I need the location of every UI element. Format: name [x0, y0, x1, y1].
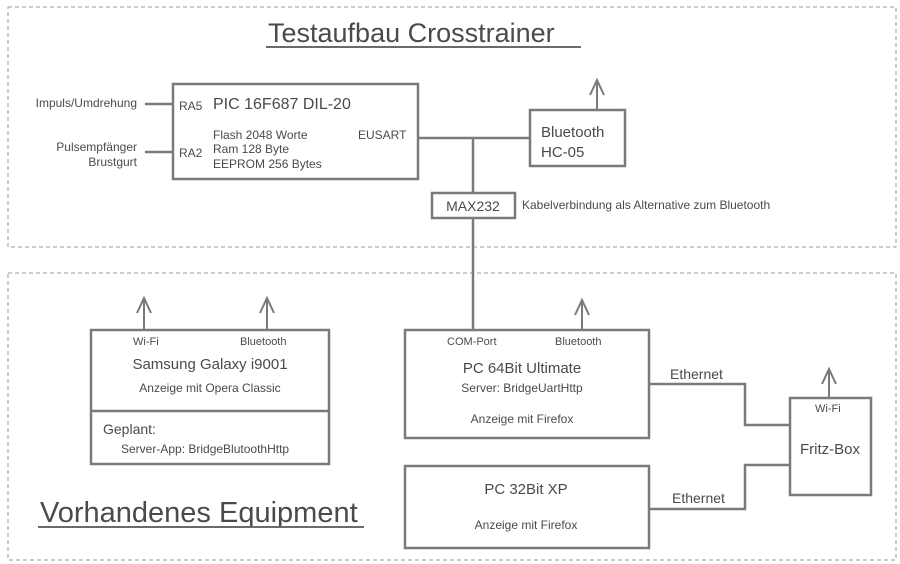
input-label-impulse: Impuls/Umdrehung — [36, 96, 137, 110]
input-label-pulse-line2: Brustgurt — [88, 155, 137, 169]
ethernet-label-pc64: Ethernet — [670, 366, 723, 382]
samsung-planned-app: Server-App: BridgeBlutoothHttp — [121, 442, 289, 456]
samsung-wifi-label: Wi-Fi — [133, 336, 159, 348]
pc64-title: PC 64Bit Ultimate — [463, 360, 581, 377]
pic-box — [171, 82, 420, 181]
max232-label: MAX232 — [446, 198, 500, 214]
pic-spec-eeprom: EEPROM 256 Bytes — [213, 157, 322, 171]
bluetooth-hc05-box — [528, 108, 627, 168]
pc32-title: PC 32Bit XP — [484, 481, 567, 498]
connector-ethernet-pc32 — [649, 463, 790, 511]
max232-box — [430, 191, 517, 220]
fritz-box — [788, 396, 873, 497]
antenna-icon — [589, 77, 605, 110]
pic-pin-ra5: RA5 — [179, 99, 203, 113]
section-title-equipment: Vorhandenes Equipment — [40, 497, 358, 529]
pic-title: PIC 16F687 DIL-20 — [213, 96, 351, 113]
samsung-box — [89, 328, 331, 466]
pc64-display: Anzeige mit Firefox — [471, 412, 574, 426]
antenna-icon — [259, 295, 275, 330]
pc64-bluetooth-label: Bluetooth — [555, 336, 601, 348]
fritz-title: Fritz-Box — [800, 441, 861, 458]
section-frame-test-setup — [7, 6, 897, 248]
pc64-box — [403, 328, 651, 440]
samsung-bluetooth-label: Bluetooth — [240, 336, 286, 348]
fritz-wifi-label: Wi-Fi — [815, 403, 841, 415]
samsung-planned-heading: Geplant: — [103, 421, 156, 437]
pic-eusart: EUSART — [358, 128, 407, 142]
pic-spec-flash: Flash 2048 Worte — [213, 128, 308, 142]
pic-pin-ra2: RA2 — [179, 146, 203, 160]
pc32-box — [403, 464, 651, 550]
samsung-subtitle: Anzeige mit Opera Classic — [139, 381, 280, 395]
antenna-icon — [574, 297, 590, 330]
antenna-icon — [821, 366, 837, 398]
antenna-icon — [136, 295, 152, 330]
section-frame-equipment — [7, 272, 897, 561]
max232-note: Kabelverbindung als Alternative zum Blue… — [522, 198, 770, 212]
ethernet-label-pc32: Ethernet — [672, 490, 725, 506]
pc32-display: Anzeige mit Firefox — [475, 518, 578, 532]
samsung-title: Samsung Galaxy i9001 — [132, 356, 287, 373]
pc64-server: Server: BridgeUartHttp — [461, 381, 583, 395]
pc64-com-port: COM-Port — [447, 336, 497, 348]
bluetooth-hc05-line2: HC-05 — [541, 144, 584, 161]
section-title-test-setup: Testaufbau Crosstrainer — [268, 18, 555, 48]
connector-ethernet-pc64 — [649, 382, 790, 427]
pic-spec-ram: Ram 128 Byte — [213, 142, 289, 156]
bluetooth-hc05-line1: Bluetooth — [541, 124, 604, 141]
input-label-pulse-line1: Pulsempfänger — [56, 140, 137, 154]
